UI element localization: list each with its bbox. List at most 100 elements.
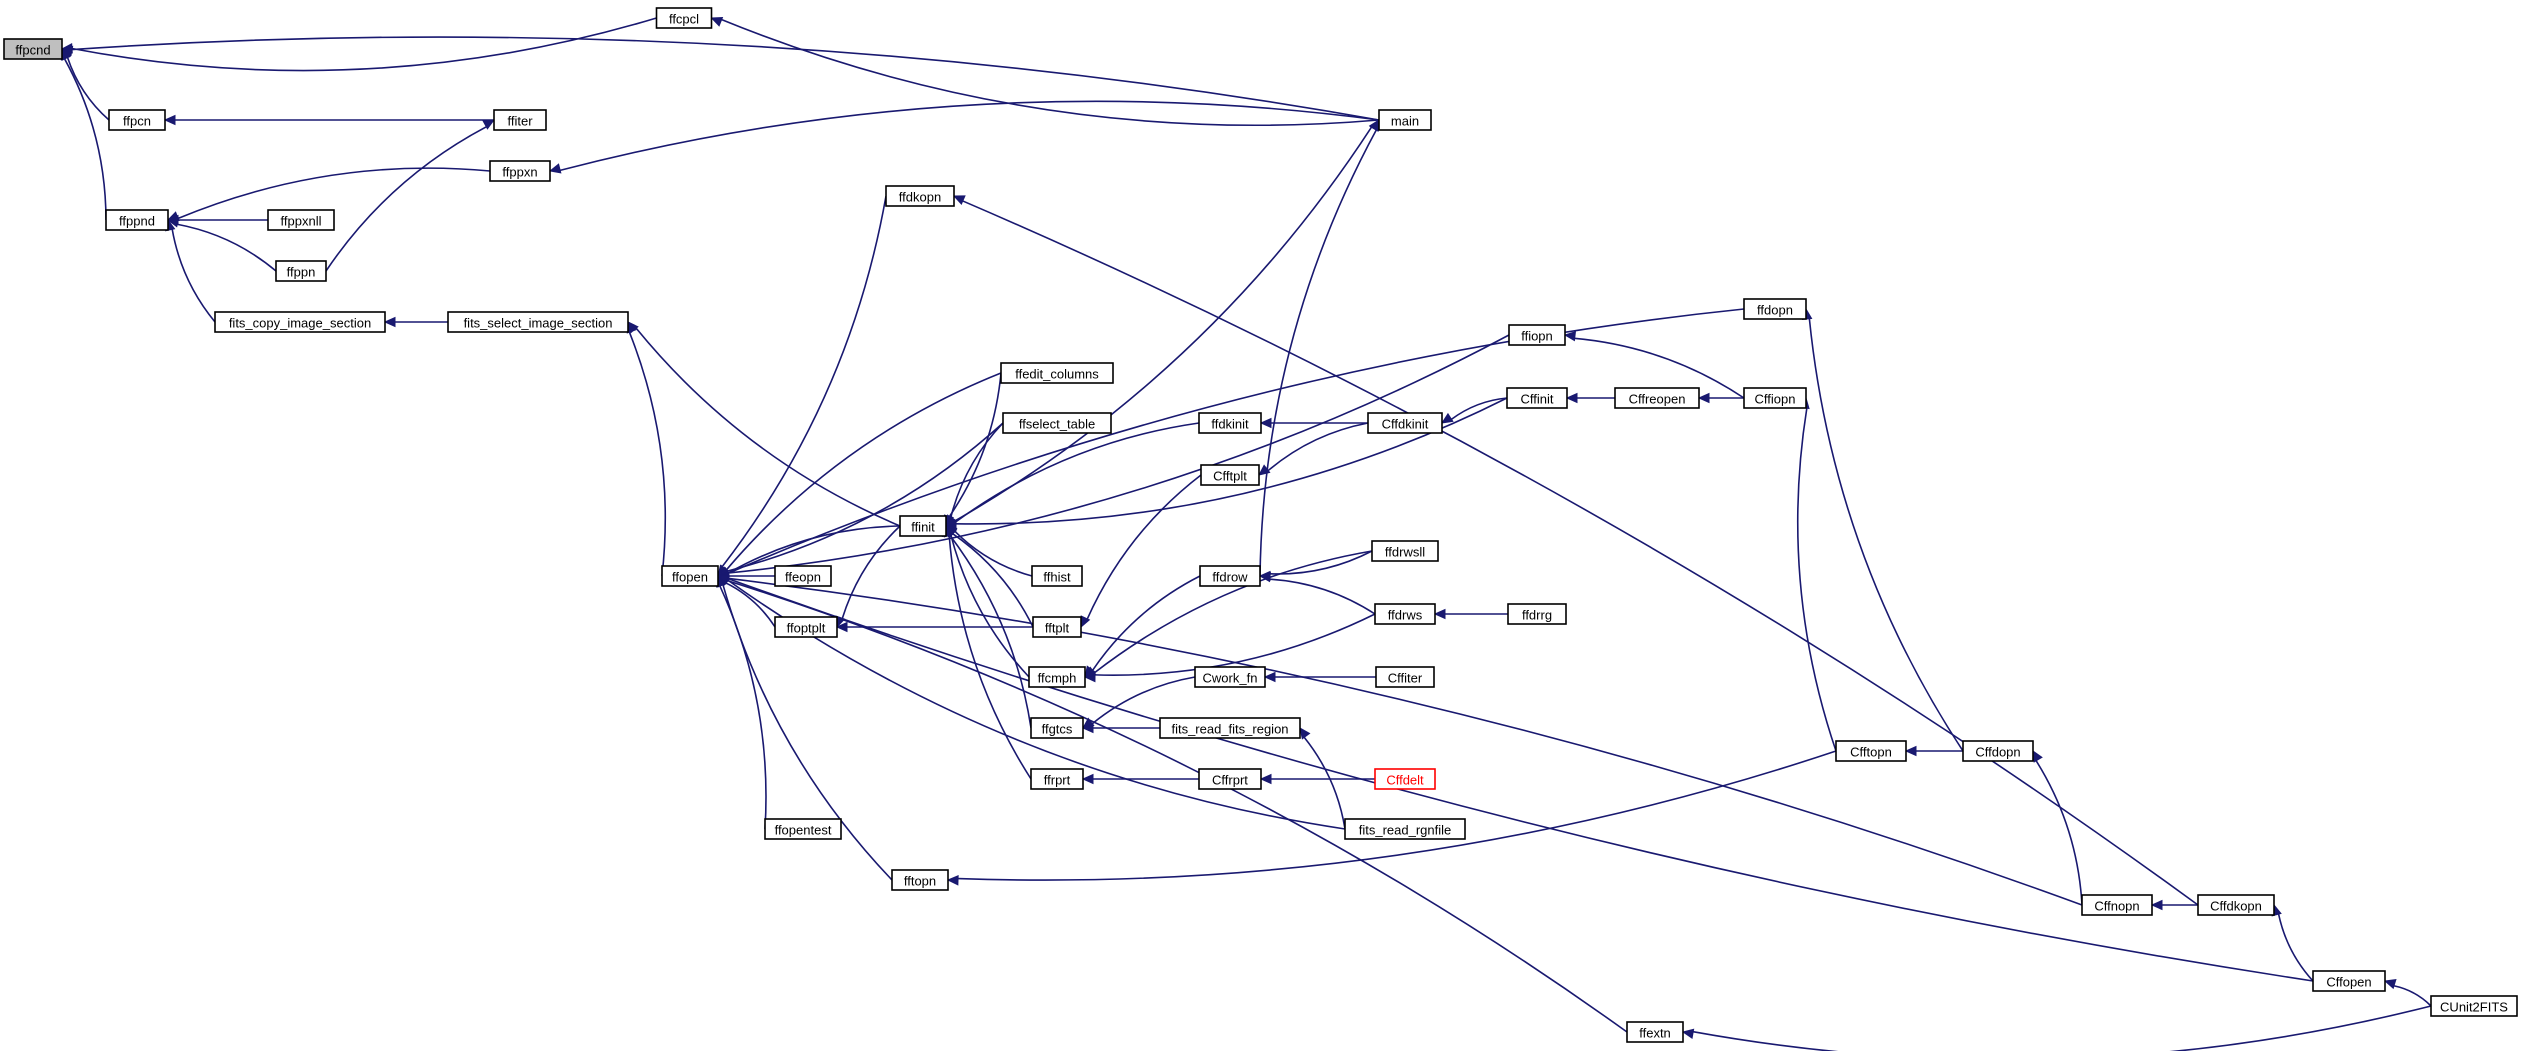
node-cffdopn[interactable]: Cffdopn [1962, 740, 2034, 762]
node-box-cffrprt[interactable] [1198, 768, 1262, 790]
node-fits-copy-image-section[interactable]: fits_copy_image_section [214, 311, 386, 333]
node-ffoptplt[interactable]: ffoptplt [774, 616, 838, 638]
node-ffpcnd[interactable]: ffpcnd [3, 38, 63, 60]
node-box-cffreopen[interactable] [1614, 387, 1700, 409]
node-box-fits-select-image-section[interactable] [447, 311, 629, 333]
node-ffdrrg[interactable]: ffdrrg [1507, 603, 1567, 625]
node-box-ffiter[interactable] [493, 109, 547, 131]
node-cffiter[interactable]: Cffiter [1375, 666, 1435, 688]
node-box-cfftopn[interactable] [1835, 740, 1907, 762]
node-box-ffpcnd[interactable] [3, 38, 63, 60]
node-ffextn[interactable]: ffextn [1626, 1021, 1684, 1043]
node-box-cffiter[interactable] [1375, 666, 1435, 688]
node-box-fits-read-fits-region[interactable] [1159, 717, 1301, 739]
node-box-ffcmph[interactable] [1028, 666, 1086, 688]
node-ffeopn[interactable]: ffeopn [774, 565, 832, 587]
node-ffcpcl[interactable]: ffcpcl [655, 7, 713, 29]
node-cffdkinit[interactable]: Cffdkinit [1367, 412, 1443, 434]
node-ffinit[interactable]: ffinit [899, 515, 947, 537]
node-box-ffgtcs[interactable] [1030, 717, 1084, 739]
node-box-cfftplt[interactable] [1200, 464, 1260, 486]
node-cfftplt[interactable]: Cfftplt [1200, 464, 1260, 486]
node-ffiopn[interactable]: ffiopn [1508, 324, 1566, 346]
node-box-ffdrrg[interactable] [1507, 603, 1567, 625]
node-cfftopn[interactable]: Cfftopn [1835, 740, 1907, 762]
node-ffopen[interactable]: ffopen [661, 565, 719, 587]
node-ffdrwsll[interactable]: ffdrwsll [1371, 540, 1439, 562]
node-box-cunit2fits[interactable] [2430, 995, 2518, 1017]
node-box-ffopentest[interactable] [764, 818, 842, 840]
node-cwork-fn[interactable]: Cwork_fn [1194, 666, 1266, 688]
node-box-ffdrws[interactable] [1374, 603, 1436, 625]
node-box-ffppxnll[interactable] [267, 209, 335, 231]
node-box-main[interactable] [1378, 109, 1432, 131]
node-box-cffiopn[interactable] [1743, 387, 1807, 409]
node-box-ffedit-columns[interactable] [1000, 362, 1114, 384]
node-main[interactable]: main [1378, 109, 1432, 131]
node-cffdelt[interactable]: Cffdelt [1374, 768, 1436, 790]
node-box-fftopn[interactable] [891, 869, 949, 891]
node-ffselect-table[interactable]: ffselect_table [1002, 412, 1112, 434]
node-box-fftplt[interactable] [1032, 616, 1082, 638]
node-box-cffdkinit[interactable] [1367, 412, 1443, 434]
node-box-ffoptplt[interactable] [774, 616, 838, 638]
node-box-ffpcn[interactable] [108, 109, 166, 131]
node-box-ffdkinit[interactable] [1198, 412, 1262, 434]
node-box-ffppn[interactable] [275, 260, 327, 282]
node-ffdrow[interactable]: ffdrow [1199, 565, 1261, 587]
node-ffopentest[interactable]: ffopentest [764, 818, 842, 840]
node-box-ffeopn[interactable] [774, 565, 832, 587]
node-ffppxnll[interactable]: ffppxnll [267, 209, 335, 231]
node-box-cffdelt[interactable] [1374, 768, 1436, 790]
node-ffdkopn[interactable]: ffdkopn [885, 185, 955, 207]
node-box-cffopen[interactable] [2312, 970, 2386, 992]
node-ffiter[interactable]: ffiter [493, 109, 547, 131]
node-ffdkinit[interactable]: ffdkinit [1198, 412, 1262, 434]
node-box-cffinit[interactable] [1506, 387, 1568, 409]
node-box-cffdkopn[interactable] [2197, 894, 2275, 916]
node-box-fits-read-rgnfile[interactable] [1344, 818, 1466, 840]
node-ffppnd[interactable]: ffppnd [105, 209, 169, 231]
node-box-ffselect-table[interactable] [1002, 412, 1112, 434]
node-cffopen[interactable]: Cffopen [2312, 970, 2386, 992]
node-box-cffdopn[interactable] [1962, 740, 2034, 762]
node-fits-read-fits-region[interactable]: fits_read_fits_region [1159, 717, 1301, 739]
node-cffreopen[interactable]: Cffreopen [1614, 387, 1700, 409]
node-cffnopn[interactable]: Cffnopn [2081, 894, 2153, 916]
node-box-fits-copy-image-section[interactable] [214, 311, 386, 333]
node-ffgtcs[interactable]: ffgtcs [1030, 717, 1084, 739]
node-ffpcn[interactable]: ffpcn [108, 109, 166, 131]
node-fftopn[interactable]: fftopn [891, 869, 949, 891]
node-ffdopn[interactable]: ffdopn [1743, 298, 1807, 320]
node-ffppn[interactable]: ffppn [275, 260, 327, 282]
node-box-ffppnd[interactable] [105, 209, 169, 231]
node-box-ffcpcl[interactable] [655, 7, 713, 29]
node-box-ffppxn[interactable] [489, 160, 551, 182]
node-fftplt[interactable]: fftplt [1032, 616, 1082, 638]
node-box-ffiopn[interactable] [1508, 324, 1566, 346]
node-ffedit-columns[interactable]: ffedit_columns [1000, 362, 1114, 384]
node-box-cwork-fn[interactable] [1194, 666, 1266, 688]
node-box-ffextn[interactable] [1626, 1021, 1684, 1043]
node-ffrprt[interactable]: ffrprt [1030, 768, 1084, 790]
node-box-ffinit[interactable] [899, 515, 947, 537]
node-cffinit[interactable]: Cffinit [1506, 387, 1568, 409]
node-box-ffhist[interactable] [1031, 565, 1083, 587]
node-ffcmph[interactable]: ffcmph [1028, 666, 1086, 688]
node-box-ffrprt[interactable] [1030, 768, 1084, 790]
node-fits-read-rgnfile[interactable]: fits_read_rgnfile [1344, 818, 1466, 840]
node-box-ffopen[interactable] [661, 565, 719, 587]
node-box-ffdrow[interactable] [1199, 565, 1261, 587]
node-ffhist[interactable]: ffhist [1031, 565, 1083, 587]
node-cffrprt[interactable]: Cffrprt [1198, 768, 1262, 790]
node-box-ffdkopn[interactable] [885, 185, 955, 207]
node-cunit2fits[interactable]: CUnit2FITS [2430, 995, 2518, 1017]
node-box-cffnopn[interactable] [2081, 894, 2153, 916]
node-fits-select-image-section[interactable]: fits_select_image_section [447, 311, 629, 333]
node-cffdkopn[interactable]: Cffdkopn [2197, 894, 2275, 916]
node-box-ffdopn[interactable] [1743, 298, 1807, 320]
node-ffdrws[interactable]: ffdrws [1374, 603, 1436, 625]
node-cffiopn[interactable]: Cffiopn [1743, 387, 1807, 409]
node-box-ffdrwsll[interactable] [1371, 540, 1439, 562]
node-ffppxn[interactable]: ffppxn [489, 160, 551, 182]
